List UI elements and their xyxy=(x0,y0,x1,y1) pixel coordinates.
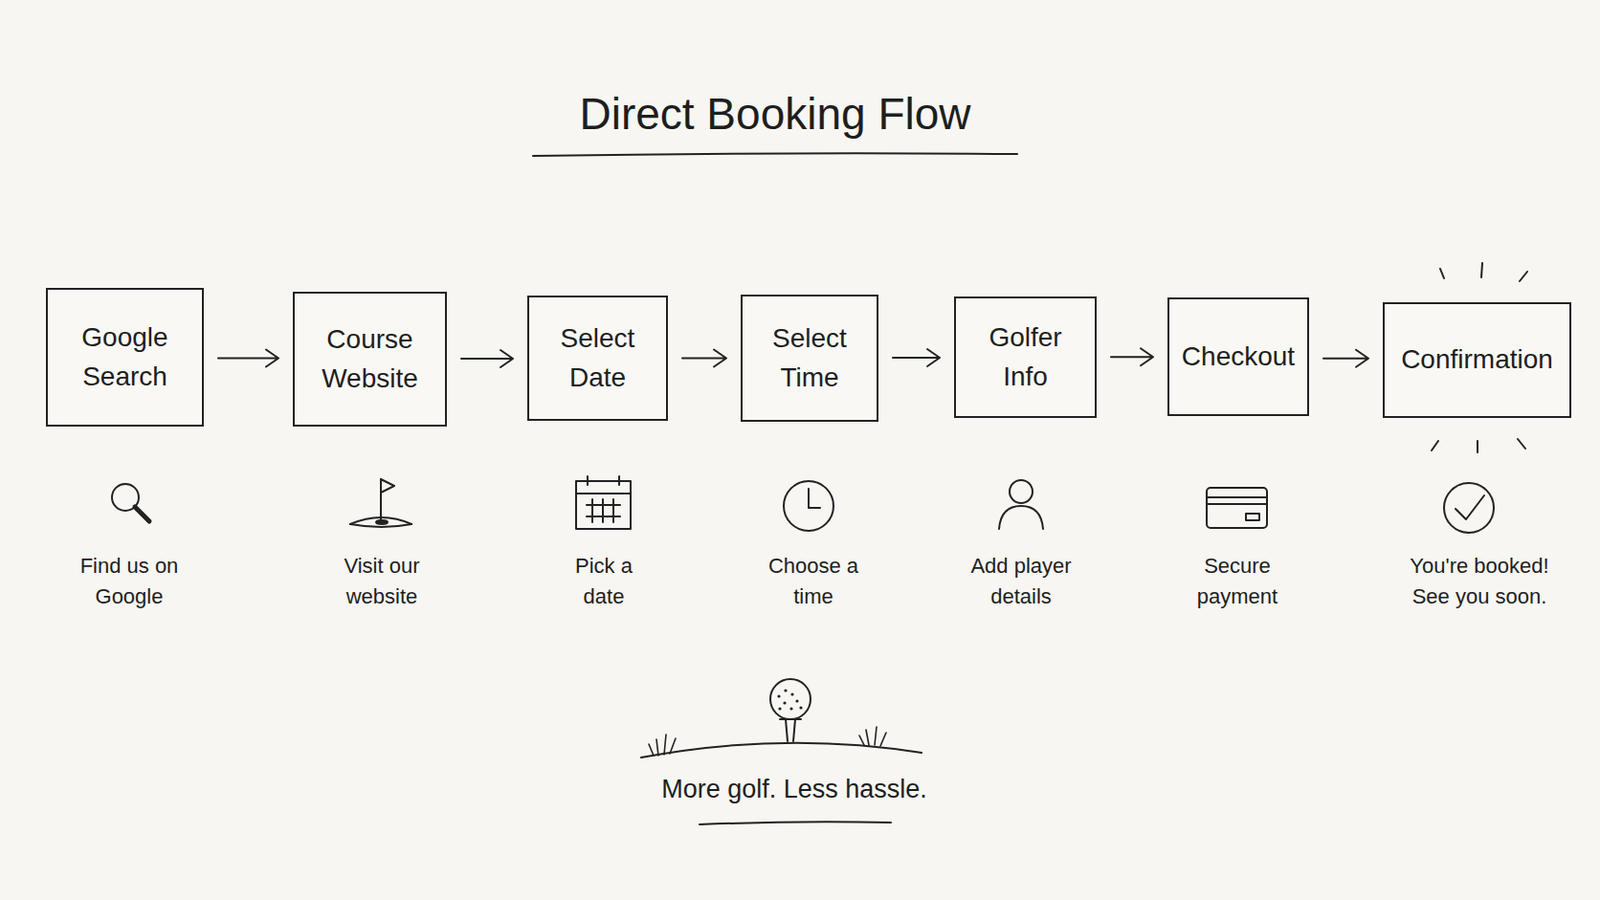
box-label: Select Time xyxy=(761,319,858,398)
calendar-icon xyxy=(576,476,631,530)
flow-arrow xyxy=(1323,350,1369,368)
flow-arrow xyxy=(218,350,279,368)
flow-arrow xyxy=(682,350,727,368)
process-box: Golfer Info xyxy=(954,296,1097,419)
check-icon xyxy=(1444,483,1494,534)
diagram-title: Direct Booking Flow xyxy=(488,88,1063,140)
step-description: Add player details xyxy=(961,551,1081,613)
process-box: Checkout xyxy=(1167,297,1310,417)
step-description: Find us on Google xyxy=(75,551,183,613)
step-description: You're booked! See you soon. xyxy=(1393,551,1566,613)
box-label: Select Date xyxy=(550,319,646,398)
process-box: Select Date xyxy=(527,295,668,422)
box-label: Course Website xyxy=(312,320,428,399)
caption-underline xyxy=(699,822,891,825)
step-description: Visit our website xyxy=(328,551,436,613)
flow-arrow xyxy=(892,349,940,367)
step-description: Choose a time xyxy=(756,551,870,613)
box-text-group: Confirmation xyxy=(1400,340,1554,380)
box-text-group: Select Date xyxy=(550,319,646,398)
step-description: Secure payment xyxy=(1176,551,1299,613)
diagram-caption: More golf. Less hassle. xyxy=(602,775,986,805)
clock-icon xyxy=(783,481,834,532)
title-underline xyxy=(533,153,1018,156)
flow-arrow xyxy=(1111,348,1154,366)
box-label: Google Search xyxy=(67,318,183,397)
box-label: Checkout xyxy=(1181,337,1295,378)
process-box: Google Search xyxy=(45,288,204,427)
flow-arrow xyxy=(461,350,513,368)
box-text-group: Checkout xyxy=(1181,337,1295,378)
card-icon xyxy=(1206,488,1267,529)
box-label: Confirmation xyxy=(1400,340,1554,380)
box-label: Golfer Info xyxy=(977,318,1074,397)
flag-icon xyxy=(350,479,412,528)
magnifier-icon xyxy=(111,484,150,522)
process-box: Confirmation xyxy=(1382,302,1572,419)
box-text-group: Select Time xyxy=(761,319,858,398)
person-icon xyxy=(999,480,1044,530)
step-description: Pick a date xyxy=(560,551,647,613)
box-text-group: Google Search xyxy=(67,318,183,397)
process-box: Select Time xyxy=(740,294,879,423)
golf-ball-illustration xyxy=(641,679,922,758)
box-text-group: Golfer Info xyxy=(977,318,1074,397)
process-box: Course Website xyxy=(292,291,447,427)
box-text-group: Course Website xyxy=(312,320,428,399)
